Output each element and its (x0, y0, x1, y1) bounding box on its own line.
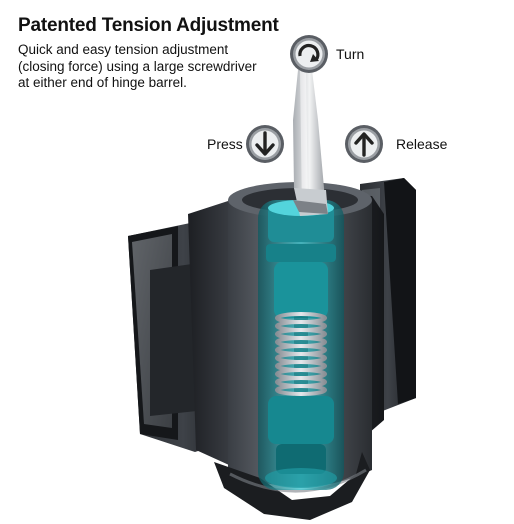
page-title: Patented Tension Adjustment (18, 15, 279, 36)
description-line-1: Quick and easy tension adjustment (18, 42, 229, 57)
description: Quick and easy tension adjustment (closi… (18, 42, 293, 92)
rotate-arrow-icon (289, 34, 329, 74)
arrow-down-icon (245, 124, 285, 164)
description-line-3: at either end of hinge barrel. (18, 75, 187, 90)
arrow-up-icon (344, 124, 384, 164)
description-line-2: (closing force) using a large screwdrive… (18, 58, 257, 74)
release-label: Release (396, 136, 448, 152)
turn-label: Turn (336, 46, 365, 62)
press-label: Press (207, 136, 243, 152)
